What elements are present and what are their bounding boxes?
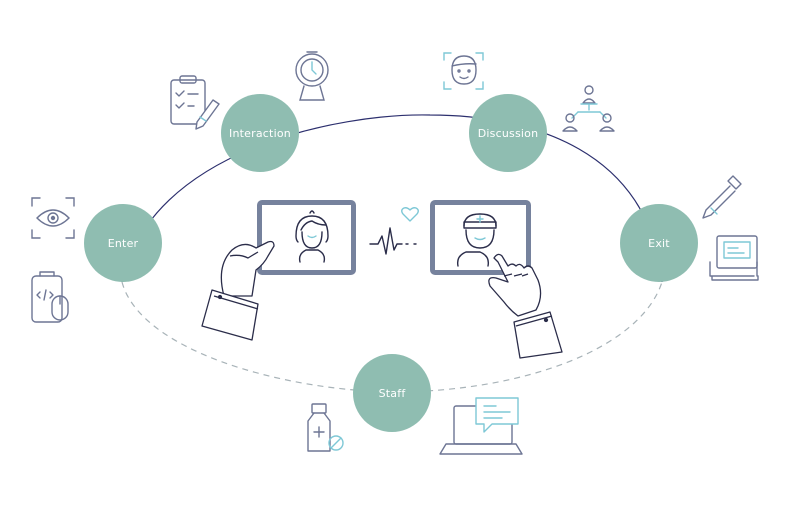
right-hand-icon — [488, 253, 563, 359]
clipboard-pen-icon — [170, 75, 220, 130]
node-exit-label: Exit — [648, 236, 670, 250]
eye-scan-icon — [31, 197, 75, 239]
face-scan-icon — [443, 52, 484, 90]
node-staff-label: Staff — [378, 386, 406, 400]
node-discussion: Discussion — [469, 94, 547, 172]
doctor-tablet — [430, 200, 531, 275]
doctor-avatar-icon — [456, 213, 497, 267]
heartbeat-icon — [369, 227, 419, 255]
patient-tablet — [257, 200, 356, 275]
pressure-gauge-icon — [295, 51, 329, 101]
node-staff: Staff — [353, 354, 431, 432]
left-hand-icon — [201, 240, 275, 341]
patient-avatar-icon — [295, 210, 329, 263]
node-discussion-label: Discussion — [477, 126, 539, 140]
node-exit: Exit — [620, 204, 698, 282]
computer-chat-icon — [439, 397, 523, 455]
node-interaction: Interaction — [221, 94, 299, 172]
heart-icon — [401, 207, 419, 222]
phone-document-icon — [31, 271, 69, 323]
node-interaction-label: Interaction — [229, 126, 291, 140]
journey-path-top — [121, 114, 663, 283]
medicine-bottle-icon — [307, 403, 344, 452]
node-enter: Enter — [84, 204, 162, 282]
team-hierarchy-icon — [562, 85, 615, 132]
laptop-chart-icon — [709, 235, 759, 281]
dropper-icon — [702, 175, 742, 219]
node-enter-label: Enter — [107, 236, 139, 250]
